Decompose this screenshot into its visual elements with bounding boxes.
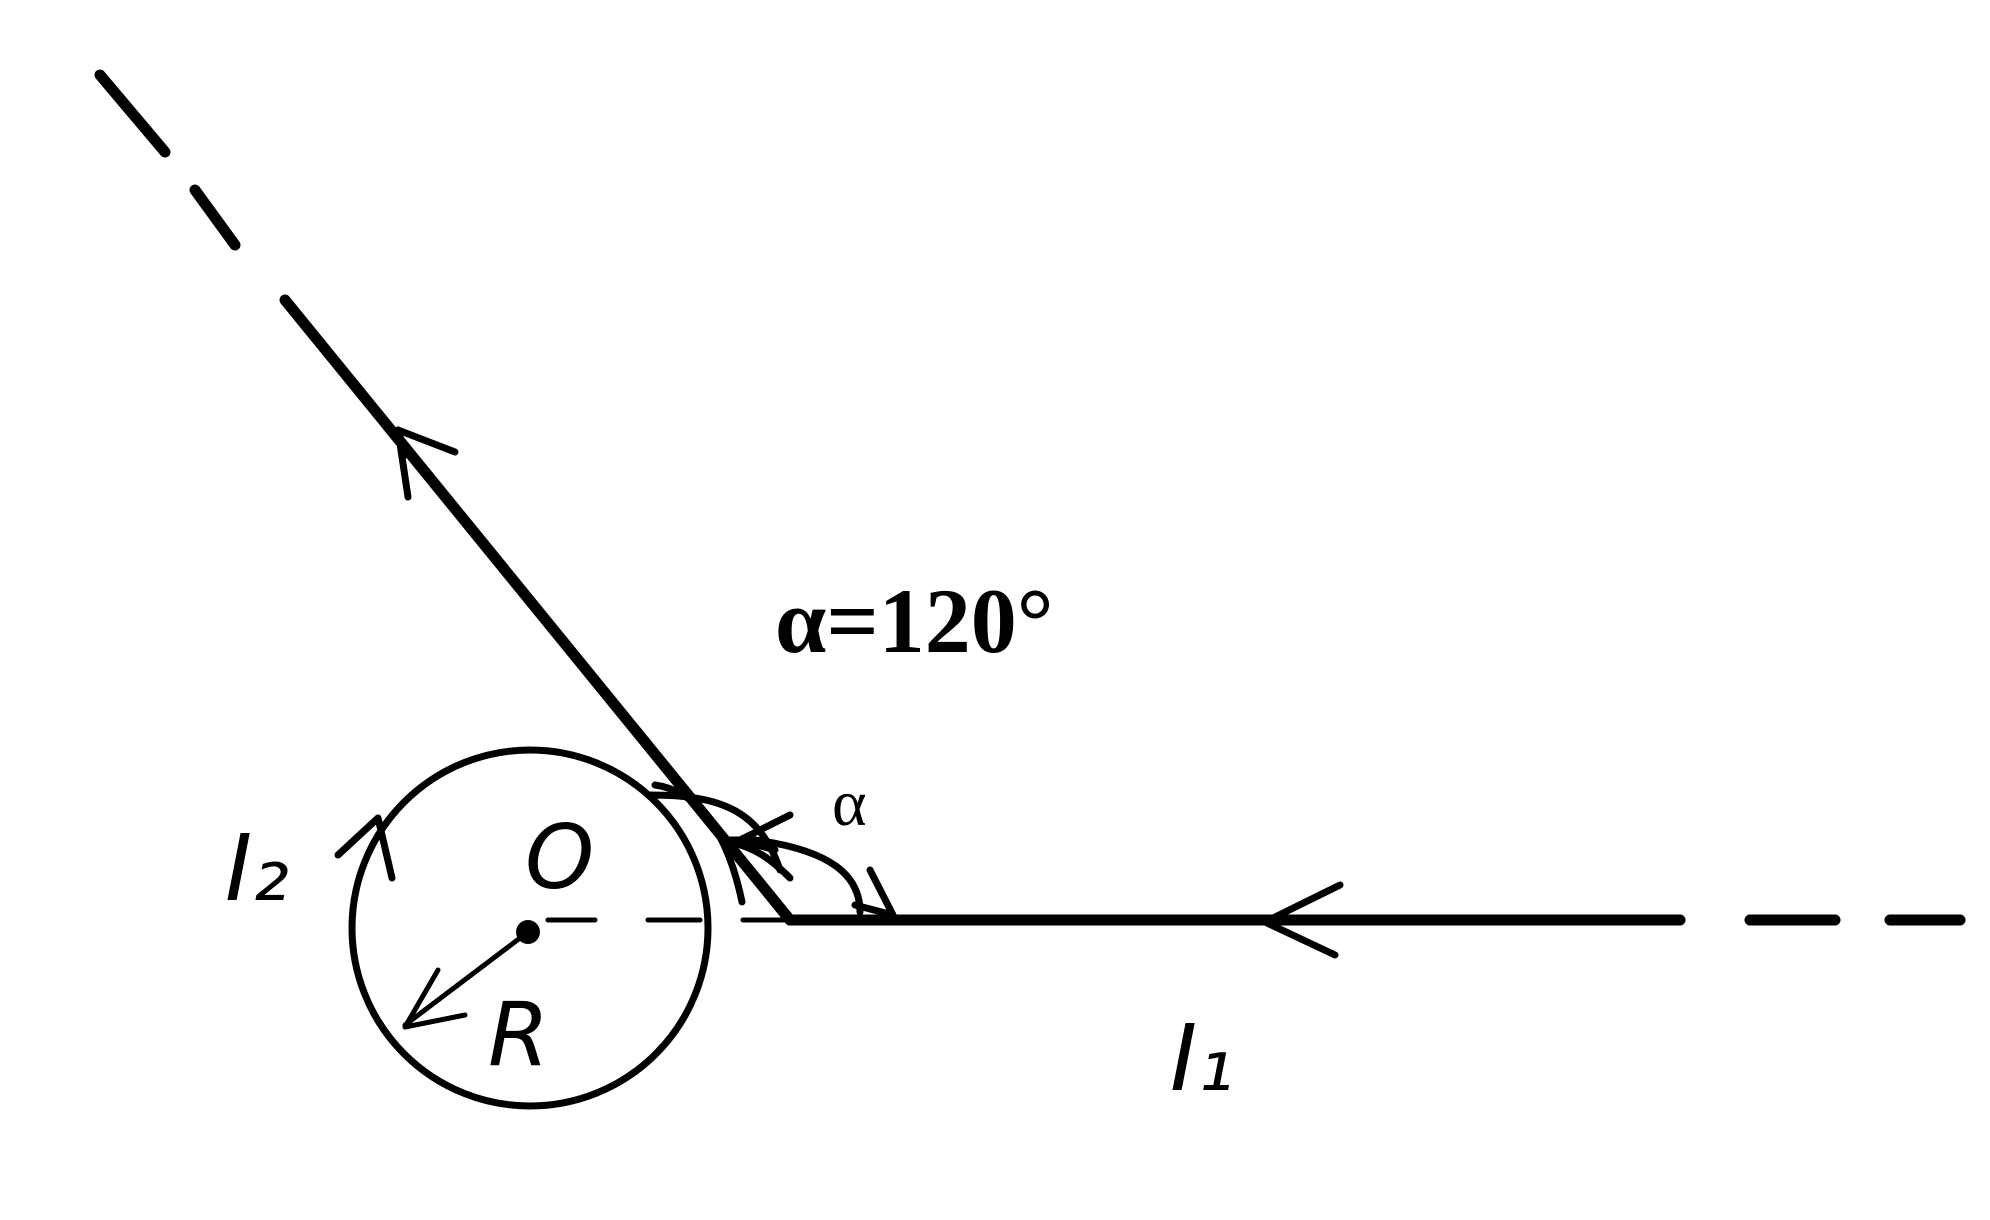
radius-line [402,929,531,1028]
angle-arrow-left-icon [736,811,794,854]
angle-equation: α=120° [775,570,1054,672]
inclined-wire-dash [94,69,171,158]
radius-label: R [488,983,549,1086]
loop-center [402,920,540,1030]
loop-current-arrow-icon [334,814,396,882]
inclined-wire-dash [189,184,241,251]
angle-arc-outer [651,781,746,906]
horizontal-wire [784,881,1966,959]
current-1-arrow-icon [1261,881,1344,959]
angle-arc [646,781,897,919]
center-label: O [525,806,594,909]
current-1-label: I₁ [1170,1005,1234,1112]
current-2-label: I₂ [225,815,289,922]
angle-symbol-label: α [832,767,867,840]
angle-arrow-right-icon [851,866,897,919]
radius-arrow-icon [402,967,468,1030]
circular-loop [334,746,712,1110]
